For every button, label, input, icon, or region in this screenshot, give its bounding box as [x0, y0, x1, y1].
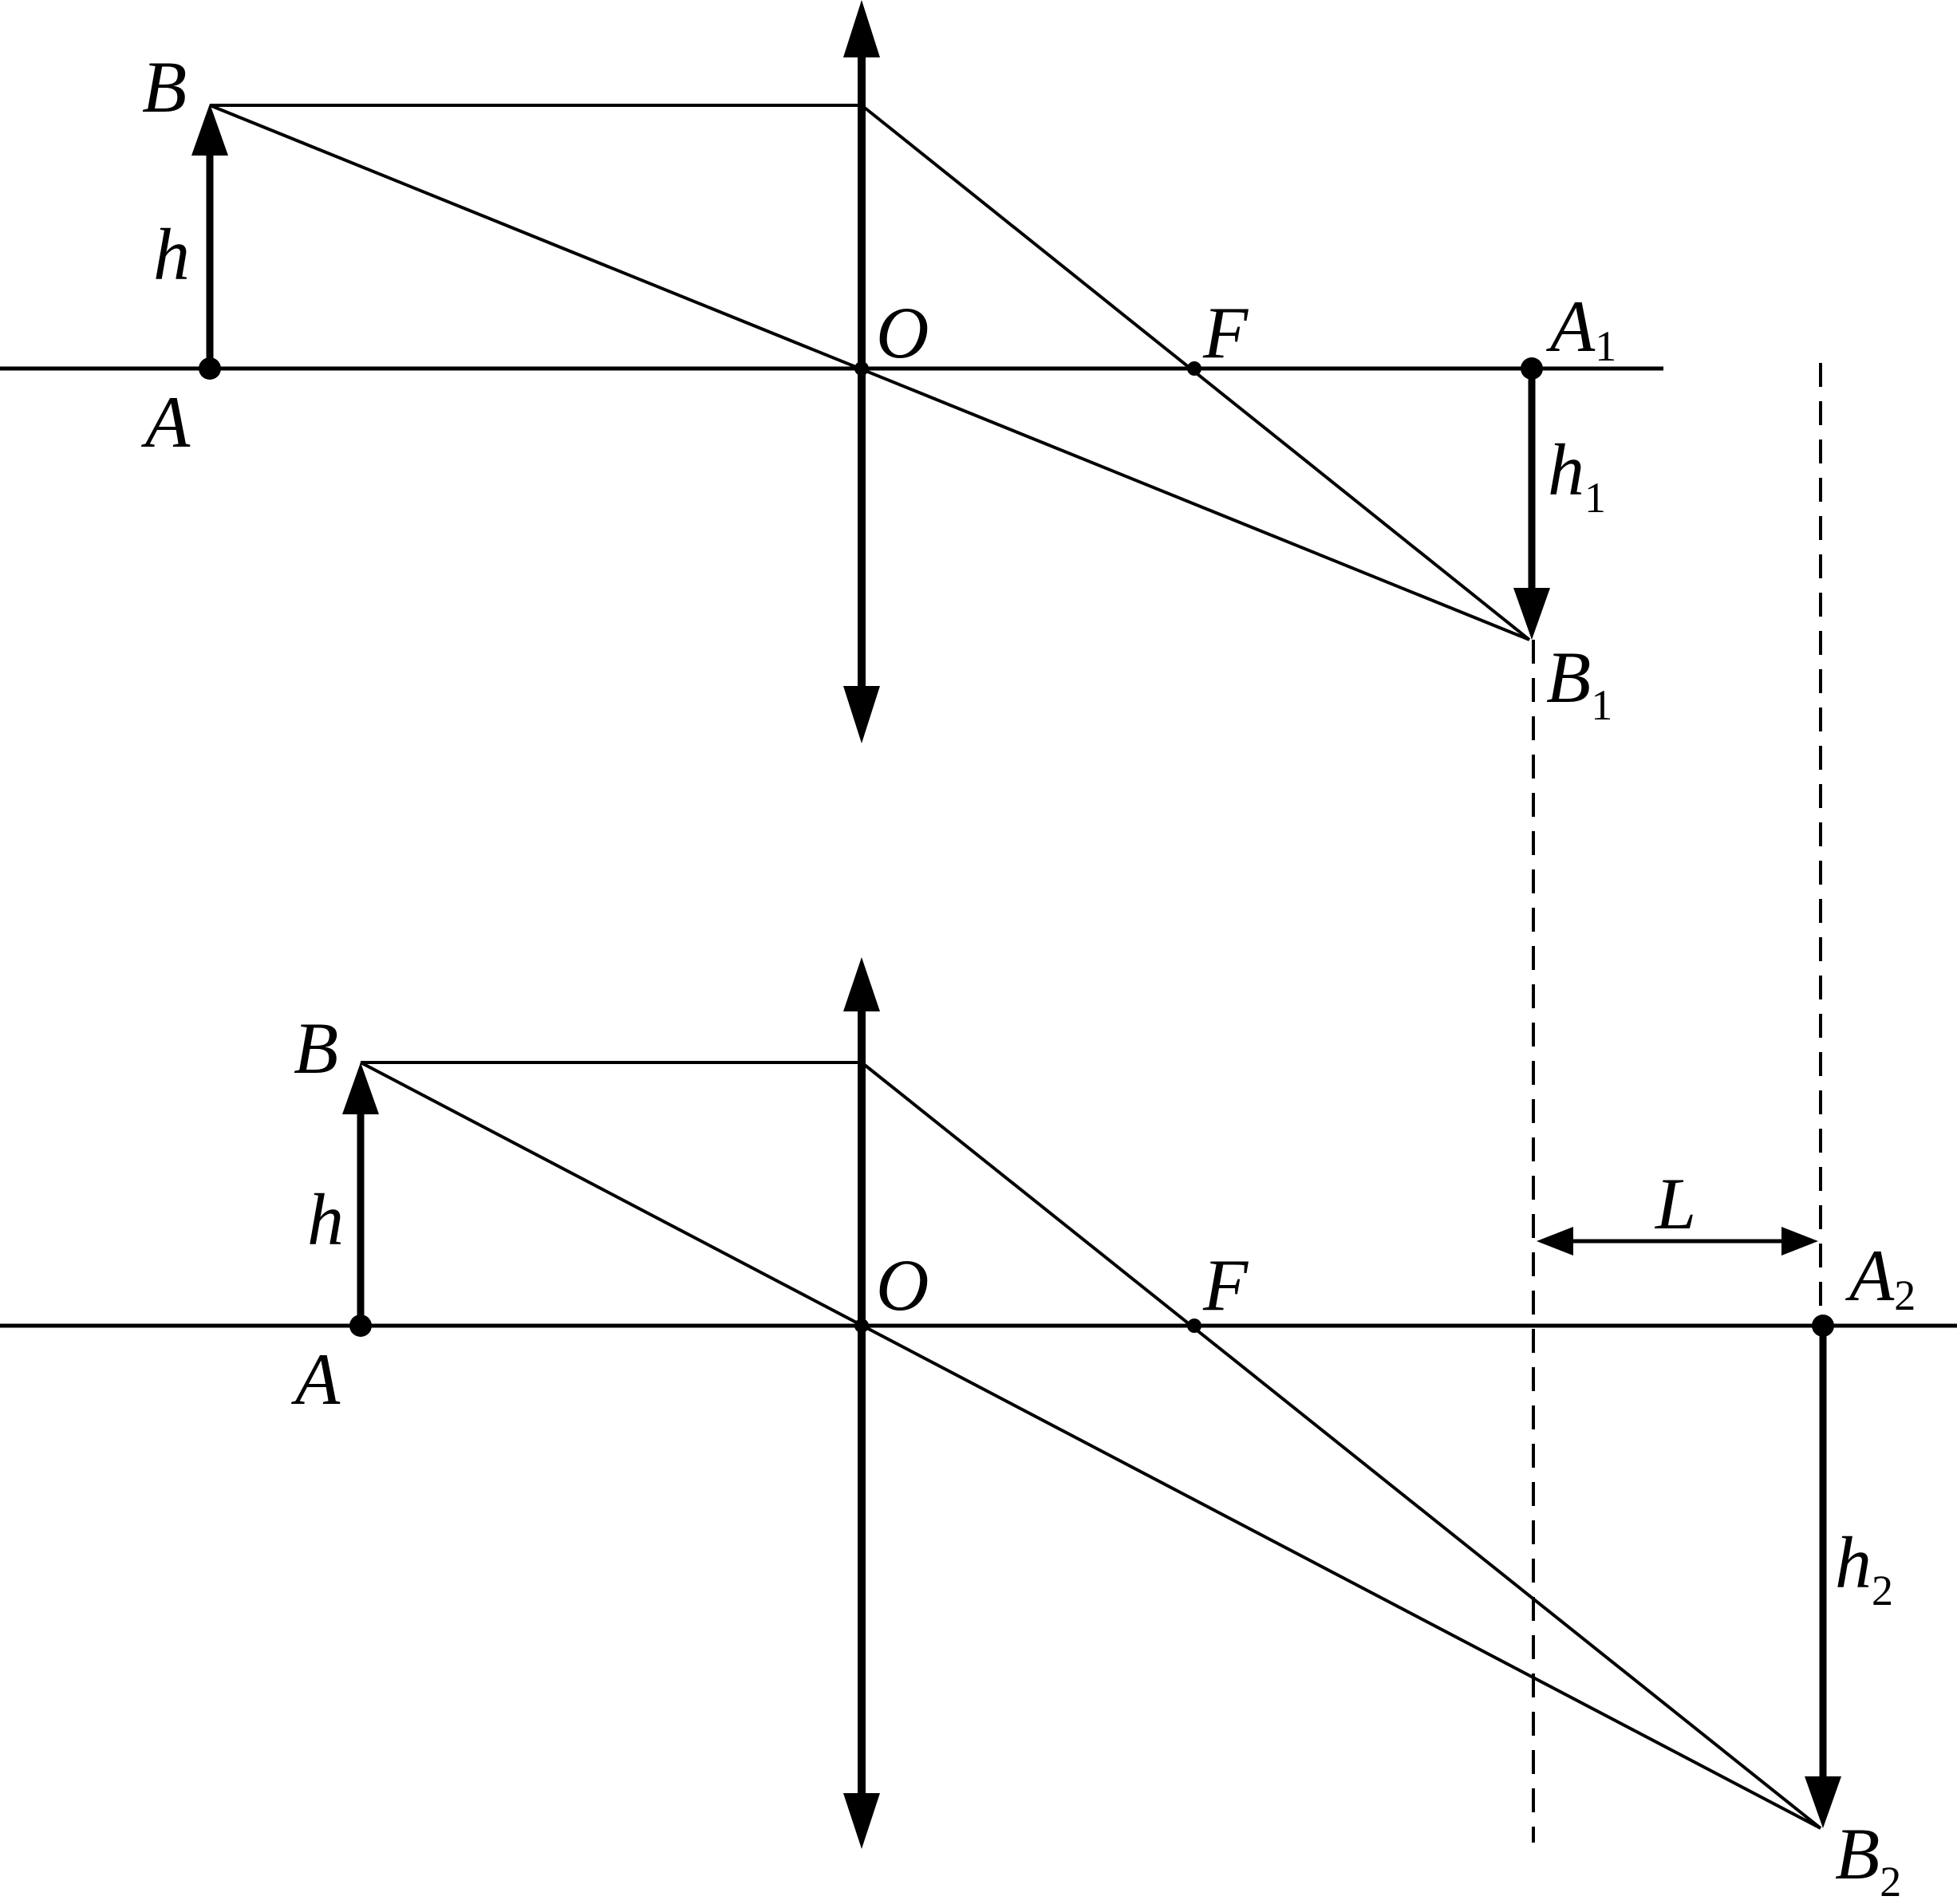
bottom-label-B2: B2	[1835, 1813, 1901, 1904]
top-point-A1	[1521, 357, 1543, 380]
bottom-label-F: F	[1202, 1244, 1249, 1326]
bottom-image-arrowhead	[1805, 1776, 1841, 1828]
top-label-A: A	[140, 381, 191, 463]
bottom-point-F	[1187, 1319, 1201, 1333]
distance-L-arrowhead-left	[1537, 1227, 1573, 1256]
top-label-B1: B1	[1546, 637, 1612, 729]
bottom-point-O	[854, 1319, 869, 1333]
bottom-label-h: h	[307, 1179, 344, 1260]
bottom-label-A: A	[290, 1338, 341, 1420]
distance-label-L: L	[1654, 1163, 1696, 1244]
bottom-label-B: B	[294, 1007, 338, 1089]
distance-L-arrowhead-right	[1781, 1227, 1818, 1256]
bottom-lens-arrow-up	[843, 957, 880, 1011]
bottom-point-A2	[1812, 1315, 1834, 1337]
top-diagram	[0, 0, 1663, 743]
bottom-ray-through-focus	[860, 1061, 1822, 1830]
top-label-B: B	[142, 46, 187, 128]
top-label-F: F	[1202, 292, 1249, 373]
bottom-label-O: O	[876, 1244, 929, 1326]
top-point-O	[854, 361, 869, 376]
top-lens-arrow-up	[843, 0, 880, 57]
bottom-object-arrowhead	[342, 1062, 379, 1114]
top-label-h1: h1	[1548, 429, 1606, 522]
bottom-label-A2: A2	[1845, 1235, 1916, 1319]
top-label-h: h	[153, 214, 190, 295]
bottom-lens-arrow-down	[843, 1793, 880, 1849]
bottom-label-h2: h2	[1835, 1522, 1893, 1614]
bottom-ray-through-center	[360, 1061, 1821, 1830]
top-label-O: O	[876, 292, 929, 373]
top-label-A1: A1	[1545, 286, 1616, 370]
bottom-point-A	[349, 1315, 372, 1337]
bottom-diagram	[0, 957, 1957, 1849]
top-point-F	[1187, 361, 1201, 376]
top-lens-arrow-down	[843, 686, 880, 743]
top-object-arrowhead	[191, 104, 228, 156]
top-image-arrowhead	[1513, 588, 1550, 640]
top-point-A	[199, 357, 221, 380]
top-ray-through-center	[209, 104, 1530, 641]
